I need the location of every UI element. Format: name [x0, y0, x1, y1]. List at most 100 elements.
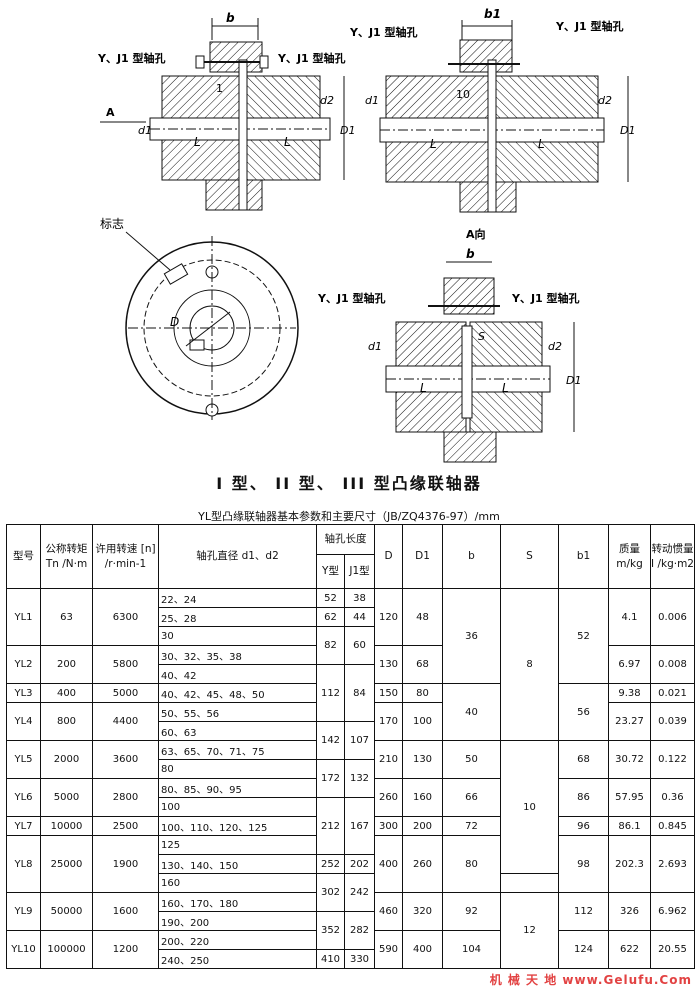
header-S: S	[500, 524, 559, 589]
b-cell: 72	[442, 816, 501, 836]
length-j-cell: 167	[344, 797, 375, 855]
label-d2-3: d2	[548, 340, 562, 353]
diameter-cell: 100	[158, 797, 317, 817]
model-cell: YL8	[6, 835, 41, 893]
header-inertia: 转动惯量 I /kg·m2	[650, 524, 695, 589]
length-y-cell: 410	[316, 949, 345, 969]
D1-cell: 100	[402, 702, 443, 741]
model-cell: YL9	[6, 892, 41, 931]
b1-cell: 56	[558, 683, 609, 741]
label-d1: d1	[138, 124, 152, 137]
label-ten: 10	[456, 88, 470, 101]
label-d1-3: d1	[368, 340, 382, 353]
diameter-cell: 63、65、70、71、75	[158, 740, 317, 760]
inertia-cell: 6.962	[650, 892, 695, 931]
b1-cell: 112	[558, 892, 609, 931]
length-j-cell: 282	[344, 911, 375, 950]
label-l-3l: L	[420, 381, 427, 395]
b-cell: 92	[442, 892, 501, 931]
diameter-cell: 30、32、35、38	[158, 645, 317, 665]
inertia-cell: 0.039	[650, 702, 695, 741]
header-length-y: Y型	[316, 554, 345, 589]
D-cell: 300	[374, 816, 403, 836]
b1-cell: 124	[558, 930, 609, 969]
D1-cell: 130	[402, 740, 443, 779]
torque-cell: 2000	[40, 740, 93, 779]
D1-cell: 200	[402, 816, 443, 836]
torque-cell: 10000	[40, 816, 93, 836]
length-j-cell: 38	[344, 588, 375, 608]
length-y-cell: 52	[316, 588, 345, 608]
b1-cell: 68	[558, 740, 609, 779]
speed-cell: 5000	[92, 683, 159, 703]
diameter-cell: 22、24	[158, 588, 317, 608]
model-cell: YL3	[6, 683, 41, 703]
label-D: D	[170, 315, 179, 329]
D-cell: 130	[374, 645, 403, 684]
inertia-cell: 0.021	[650, 683, 695, 703]
drawing-front-view: 标志 D	[100, 217, 299, 420]
mass-cell: 30.72	[608, 740, 651, 779]
speed-cell: 1900	[92, 835, 159, 893]
model-cell: YL7	[6, 816, 41, 836]
torque-cell: 200	[40, 645, 93, 684]
length-j-cell: 330	[344, 949, 375, 969]
header-diameter: 轴孔直径 d1、d2	[158, 524, 317, 589]
inertia-cell: 0.006	[650, 588, 695, 646]
mass-cell: 4.1	[608, 588, 651, 646]
b-cell: 66	[442, 778, 501, 817]
drawing-type-1: b Y、J1 型轴孔 Y、J1 型轴孔 A d1 L L 1 d2 D1	[97, 11, 355, 211]
b-cell: 50	[442, 740, 501, 779]
D1-cell: 260	[402, 835, 443, 893]
header-length: 轴孔长度	[316, 524, 375, 555]
label-l-2r: L	[538, 137, 545, 151]
label-mark: 标志	[100, 217, 124, 231]
header-mass: 质量 m/kg	[608, 524, 651, 589]
inertia-cell: 0.36	[650, 778, 695, 817]
length-y-cell: 252	[316, 854, 345, 874]
b1-cell: 86	[558, 778, 609, 817]
speed-cell: 4400	[92, 702, 159, 741]
mass-cell: 326	[608, 892, 651, 931]
torque-cell: 63	[40, 588, 93, 646]
length-j-cell: 107	[344, 721, 375, 760]
model-cell: YL1	[6, 588, 41, 646]
diameter-cell: 200、220	[158, 930, 317, 950]
label-l-left: L	[194, 135, 201, 149]
inertia-cell: 0.122	[650, 740, 695, 779]
D1-cell: 80	[402, 683, 443, 703]
b-cell: 104	[442, 930, 501, 969]
drawing-type-2: b1 Y、J1 型轴孔 Y、J1 型轴孔 10 d1 L L d2 D1	[349, 7, 635, 213]
length-y-cell: 142	[316, 721, 345, 760]
length-y-cell: 212	[316, 797, 345, 855]
diameter-cell: 50、55、56	[158, 702, 317, 722]
mass-cell: 57.95	[608, 778, 651, 817]
torque-cell: 100000	[40, 930, 93, 969]
mass-cell: 86.1	[608, 816, 651, 836]
length-j-cell: 60	[344, 626, 375, 665]
diameter-cell: 80	[158, 759, 317, 779]
header-speed: 许用转速 [n] /r·min-1	[92, 524, 159, 589]
label-a: A	[106, 106, 115, 119]
inertia-cell: 2.693	[650, 835, 695, 893]
b-cell: 40	[442, 683, 501, 741]
diameter-cell: 100、110、120、125	[158, 816, 317, 836]
D1-cell: 68	[402, 645, 443, 684]
D-cell: 460	[374, 892, 403, 931]
torque-cell: 5000	[40, 778, 93, 817]
speed-cell: 5800	[92, 645, 159, 684]
label-l-2l: L	[430, 137, 437, 151]
mass-cell: 622	[608, 930, 651, 969]
diameter-cell: 40、42、45、48、50	[158, 683, 317, 703]
speed-cell: 2800	[92, 778, 159, 817]
mass-cell: 202.3	[608, 835, 651, 893]
b1-cell: 52	[558, 588, 609, 684]
length-y-cell: 62	[316, 607, 345, 627]
label-yj-hole-3r: Y、J1 型轴孔	[511, 291, 580, 305]
header-length-j: J1型	[344, 554, 375, 589]
length-j-cell: 202	[344, 854, 375, 874]
length-y-cell: 352	[316, 911, 345, 950]
diameter-cell: 80、85、90、95	[158, 778, 317, 798]
header-D: D	[374, 524, 403, 589]
torque-cell: 25000	[40, 835, 93, 893]
